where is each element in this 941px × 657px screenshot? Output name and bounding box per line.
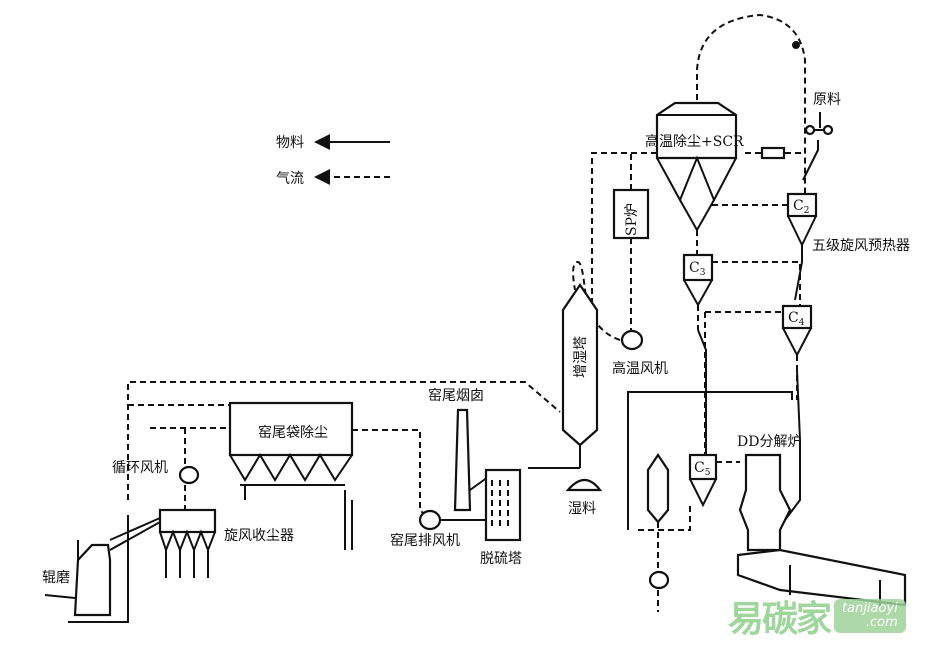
watermark-domain: tanjiaoyi	[842, 601, 898, 616]
wet-material-pile	[565, 478, 603, 492]
desulfurization-label: 脱硫塔	[480, 551, 522, 567]
dd-calciner	[738, 453, 792, 552]
circulation-fan-label: 循环风机	[112, 460, 168, 476]
cyclone-c5: C5	[688, 453, 718, 508]
svg-text:C4: C4	[788, 310, 805, 328]
watermark-domain-badge: tanjiaoyi .com	[834, 599, 906, 633]
kiln-exhaust-fan	[418, 509, 442, 531]
cyclone-collector-label: 旋风收尘器	[224, 528, 294, 544]
cyclone-collector	[158, 508, 217, 534]
sp-furnace	[612, 188, 650, 240]
dd-calciner-label: DD分解炉	[737, 434, 801, 450]
humidifier-tower	[561, 283, 599, 447]
kiln-stack	[453, 408, 472, 512]
high-temp-fan-label: 高温风机	[612, 360, 668, 377]
humidifier-label: 增湿塔	[573, 336, 589, 378]
svg-text:C2: C2	[793, 198, 809, 216]
kiln-exhaust-fan-label: 窑尾排风机	[390, 532, 460, 549]
kiln-bag-filter-label: 窑尾袋除尘	[258, 424, 328, 441]
kiln-bag-filter	[228, 401, 354, 457]
watermark-logo: 易碳家 tanjiaoyi .com	[728, 590, 906, 642]
watermark-cn: 易碳家	[728, 599, 832, 640]
wet-material-label: 湿料	[568, 501, 596, 517]
high-temp-dust-scr-unit	[569, 13, 806, 381]
svg-text:C5: C5	[694, 460, 711, 478]
svg-text:C3: C3	[689, 260, 706, 278]
roller-mill	[73, 543, 112, 617]
cyclone-c3: C3	[682, 253, 714, 308]
circulation-fan	[178, 465, 200, 485]
sp-furnace-label: SP炉	[624, 203, 640, 236]
kiln-stack-label: 窑尾烟囱	[428, 387, 484, 404]
legend-material-label: 物料	[276, 135, 304, 151]
high-temp-fan	[620, 329, 644, 351]
legend-airflow-label: 气流	[276, 171, 304, 187]
dust-scr-label: 高温除尘+SCR	[645, 133, 744, 150]
raw-material-label: 原料	[813, 92, 841, 108]
legend: 物料 气流	[276, 134, 390, 187]
preheater-label: 五级旋风预热器	[812, 238, 910, 254]
roller-mill-label: 辊磨	[42, 570, 70, 586]
cyclone-c4: C4	[781, 304, 813, 358]
watermark-tld: .com	[865, 615, 898, 630]
cyclone-c2: C2	[786, 192, 818, 248]
